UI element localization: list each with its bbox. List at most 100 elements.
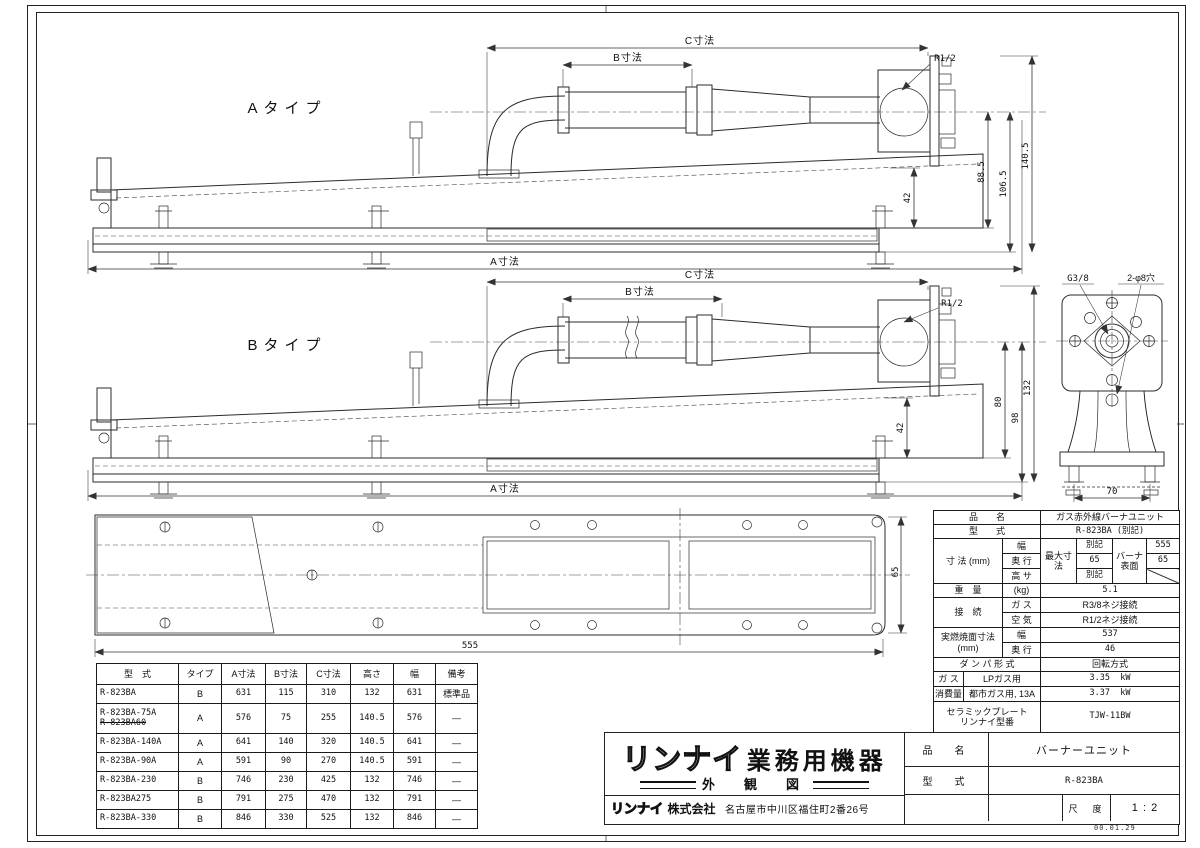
dim-a-cell: 846 — [221, 809, 266, 829]
surface-depth-value: 65 — [1146, 553, 1181, 569]
ceramic-label: セラミックプレート リンナイ型番 — [932, 701, 1042, 733]
model-cell: R-823BA275 — [96, 790, 179, 810]
dim-c-cell: 310 — [306, 684, 351, 704]
dim-140-5: 140.5 — [1021, 142, 1031, 169]
spec-table: 品 名 ガス赤外線バーナユニット 型 式 R-823BA (別記) 寸 法 (m… — [932, 510, 1181, 733]
dim-98: 98 — [1011, 413, 1021, 424]
double-rule-left — [639, 780, 696, 789]
conn-gas-label: ガ ス — [1001, 597, 1042, 613]
lp-value: 3.35 kW — [1040, 671, 1181, 687]
damper-value: 回転方式 — [1040, 657, 1181, 672]
dim-b-cell: 140 — [265, 733, 307, 753]
note-cell: — — [435, 703, 478, 734]
scale-label: 尺 度 — [1068, 803, 1105, 814]
dim-c-cell: 270 — [306, 752, 351, 772]
dim-label-c: C寸法 — [685, 268, 715, 281]
note-cell: — — [435, 752, 478, 772]
surface-width-value: 555 — [1146, 538, 1181, 554]
connection-label: 接 続 — [933, 597, 1003, 628]
model-superseded-text: R-823BA60 — [100, 717, 147, 728]
company-logo: リンナイ — [610, 801, 664, 817]
model-cell: R-823BA-90A — [96, 752, 179, 772]
spec-row-dims-depth: 奥 行 65 65 — [934, 553, 1181, 569]
type-b-label: Bタイプ — [247, 337, 326, 354]
max-dims-label: 最大寸法 — [1040, 538, 1078, 584]
dim-b-cell: 330 — [265, 809, 307, 829]
lp-label: LPガス用 — [962, 671, 1042, 687]
type-cell: B — [178, 771, 222, 791]
dim-a-cell: 746 — [221, 771, 266, 791]
scale-row-empty-2 — [989, 795, 1063, 821]
double-rule-right — [813, 780, 869, 789]
height-cell: 132 — [350, 684, 394, 704]
note-cell: 標準品 — [435, 684, 478, 704]
model-cell: R-823BA-230 — [96, 771, 179, 791]
ceramic-label-line2: リンナイ型番 — [960, 717, 1015, 727]
r-half-label-b: R1/2 — [941, 299, 963, 309]
max-depth-value: 65 — [1076, 553, 1114, 569]
height-cell: 132 — [350, 809, 394, 829]
dim-b-cell: 230 — [265, 771, 307, 791]
item-name-value: バーナーユニット — [1036, 744, 1132, 757]
dim-70: 70 — [1107, 487, 1118, 497]
width-cell: 846 — [393, 809, 436, 829]
lp-value-number: 3.35 — [1089, 673, 1111, 684]
scale-row-empty-1 — [905, 795, 989, 821]
table-row: R-823BA-330 B 846 330 525 132 846 — — [96, 809, 478, 829]
spec-item-value: ガス赤外線バーナユニット — [1040, 510, 1181, 525]
sheet-outer-frame — [27, 5, 1186, 842]
dim-b-cell: 115 — [265, 684, 307, 704]
spec-item-label: 品 名 — [932, 510, 1042, 525]
width-cell: 791 — [393, 790, 436, 810]
model-label: 型 式 — [922, 777, 971, 788]
type-a-label: Aタイプ — [247, 100, 326, 117]
table-row: R-823BA275 B 791 275 470 132 791 — — [96, 790, 478, 810]
width-cell: 591 — [393, 752, 436, 772]
height-cell: 140.5 — [350, 752, 394, 772]
max-height-value: 別記 — [1076, 568, 1114, 584]
surface-label: バーナ表面 — [1112, 538, 1148, 584]
damper-label: ダ ン パ 形 式 — [932, 657, 1042, 672]
dim-a-cell: 631 — [221, 684, 266, 704]
city-value-number: 3.37 — [1089, 688, 1111, 699]
dim-c-cell: 320 — [306, 733, 351, 753]
spec-row-dims-width: 寸 法 (mm) 幅 最大寸法 別記 バーナ表面 555 — [933, 538, 1181, 584]
dim-42: 42 — [903, 193, 913, 204]
col-header-width: 幅 — [393, 663, 436, 685]
r-half-label-a: R1/2 — [934, 54, 956, 64]
burn-surface-label-line1: 実燃焼面寸法 — [940, 632, 995, 643]
table-row: R-823BA-90A A 591 90 270 140.5 591 — — [96, 752, 478, 772]
model-cell: R-823BA-75A R-823BA60 — [96, 703, 179, 734]
dim-b-cell: 90 — [265, 752, 307, 772]
drawing-type-row: 外 観 図 — [605, 774, 904, 793]
type-cell: A — [178, 733, 222, 753]
table-row: R-823BA-140A A 641 140 320 140.5 641 — — [96, 733, 478, 753]
table-row: R-823BA-75A R-823BA60 A 576 75 255 140.5… — [96, 703, 478, 734]
conn-air-label: 空 気 — [1001, 612, 1042, 628]
burn-width-label: 幅 — [1001, 627, 1042, 643]
company-address: 名古屋市中川区福住町2番26号 — [724, 805, 870, 816]
scale-value: 1 : 2 — [1131, 802, 1159, 814]
dim-132: 132 — [1023, 380, 1033, 396]
holes-label: 2-φ8穴 — [1127, 272, 1155, 283]
burn-depth-value: 46 — [1040, 642, 1181, 658]
spec-row-dims-height: 高 サ 別記 — [934, 568, 1181, 584]
item-name-row: 品 名 バーナーユニット — [905, 733, 1179, 767]
burn-surface-unit: (mm) — [957, 642, 979, 653]
model-label-cell: 型 式 — [905, 767, 989, 794]
col-header-b: B寸法 — [265, 663, 307, 685]
spec-dims-label: 寸 法 (mm) — [933, 538, 1003, 584]
model-table-header: 型 式 タイプ A寸法 B寸法 C寸法 高さ 幅 備考 — [96, 663, 478, 685]
brand-suffix: 業務用機器 — [746, 748, 887, 775]
dim-label-b: B寸法 — [625, 285, 655, 298]
spec-row-model: 型 式 R-823BA (別記) — [932, 524, 1181, 539]
lp-value-unit: kW — [1120, 673, 1131, 684]
ceramic-value: TJW-11BW — [1040, 701, 1181, 733]
max-width-value: 別記 — [1076, 538, 1114, 554]
item-name-label: 品 名 — [922, 746, 971, 757]
drawing-type-label: 外 観 図 — [701, 777, 807, 792]
col-header-note: 備考 — [435, 663, 478, 685]
company-line: リンナイ 株式会社 名古屋市中川区福住町2番26号 — [605, 795, 904, 821]
model-text: R-823BA-75A — [100, 707, 157, 718]
title-block: リンナイ 業務用機器 外 観 図 リンナイ 株式会社 名古屋市中川区福住町2番2… — [604, 732, 1180, 825]
